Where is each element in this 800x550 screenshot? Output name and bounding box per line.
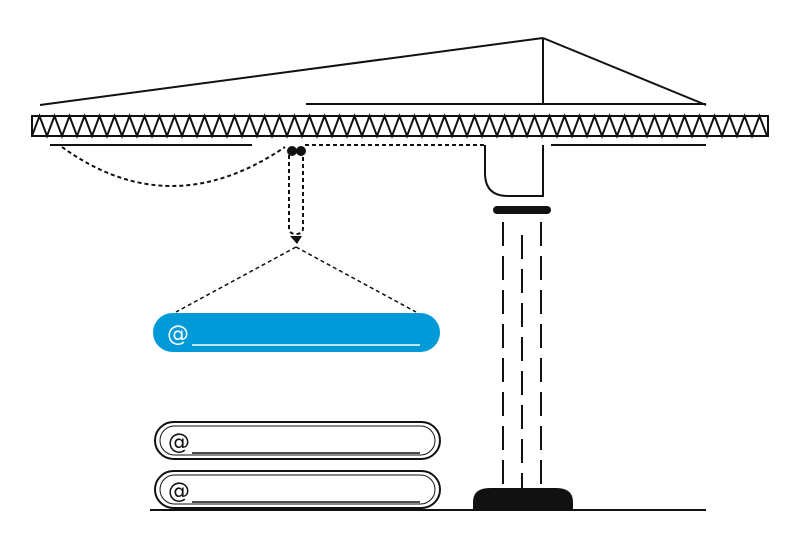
jib-lattice [31, 113, 768, 139]
hoist-ropes [288, 155, 304, 236]
crane-stay-cables [39, 37, 707, 106]
at-symbol-icon: @ [168, 430, 190, 455]
stacked-email-field-lower[interactable]: @ [154, 470, 441, 509]
jib-underside [50, 144, 706, 187]
email-field-outline [154, 470, 441, 509]
slack-cable [61, 146, 286, 187]
right-stay-cable [542, 37, 707, 106]
sling-lines [175, 246, 417, 313]
crane-hook [290, 236, 302, 244]
sling-left [175, 246, 297, 313]
trolley-wheel-left [287, 146, 297, 156]
email-field-inner-outline [159, 425, 436, 456]
lifted-email-field[interactable]: @ [153, 313, 440, 352]
email-field-outline [154, 421, 441, 460]
crane-base [473, 488, 573, 510]
hoist-trolley [287, 146, 306, 156]
sling-right [295, 246, 417, 313]
email-field-inner-outline [159, 474, 436, 505]
trolley-wheel-right [296, 146, 306, 156]
at-symbol-icon: @ [168, 479, 190, 504]
crane-tower [502, 222, 542, 490]
left-stay-cable [39, 37, 544, 106]
at-symbol-icon: @ [167, 322, 189, 347]
crane-jib [31, 113, 769, 139]
slewing-ring [493, 206, 551, 214]
email-field-background [153, 313, 440, 352]
stacked-email-field-upper[interactable]: @ [154, 421, 441, 460]
hoist-rope-loop [288, 155, 304, 236]
operator-cab [484, 145, 544, 197]
